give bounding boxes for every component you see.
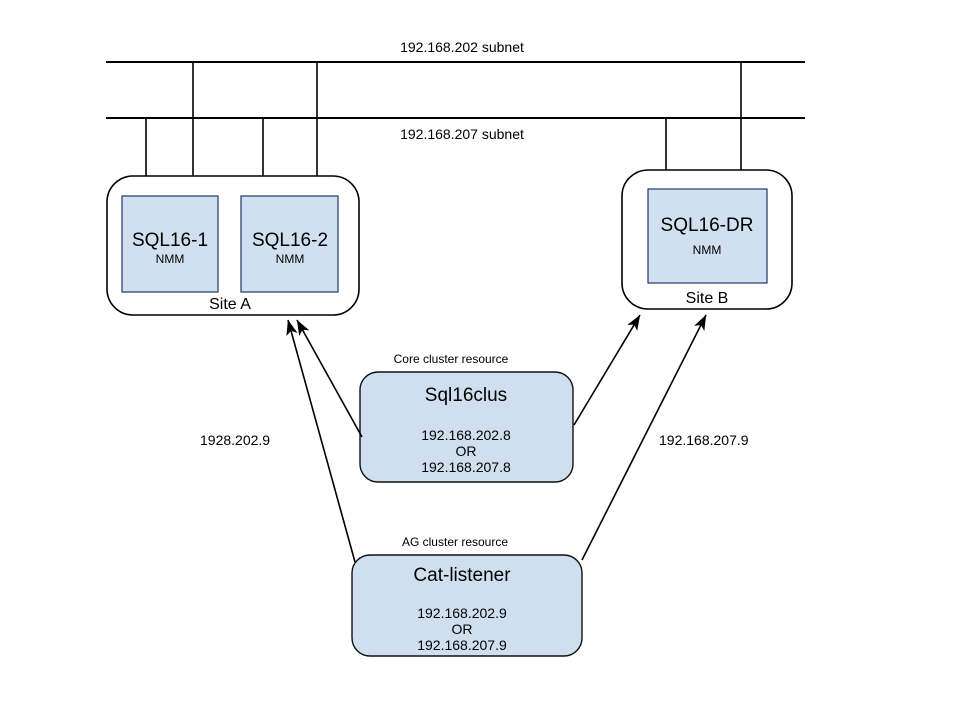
ag-cluster-resource-ip-primary: 192.168.202.9 <box>417 605 507 621</box>
arrow-ag-cluster-to-site-b <box>581 314 707 561</box>
site-a-label: Site A <box>209 296 251 313</box>
subnet-202-group: 192.168.202 subnet <box>106 39 805 63</box>
core-cluster-resource-name: Sql16clus <box>425 385 507 406</box>
node-sql16-1-role: NMM <box>156 252 185 266</box>
node-sql16-1[interactable]: SQL16-1 NMM <box>121 195 219 293</box>
arrow-core-cluster-to-site-a <box>296 319 363 438</box>
node-sql16-2-name: SQL16-2 <box>252 230 328 251</box>
core-cluster-resource-box[interactable] <box>359 371 574 483</box>
node-sql16-2-role: NMM <box>276 252 305 266</box>
node-sql16-dr-box[interactable] <box>647 188 768 284</box>
core-cluster-resource-ip-primary: 192.168.202.8 <box>421 427 511 443</box>
ag-cluster-resource-ip-secondary: 192.168.207.9 <box>417 637 507 653</box>
edge-label-right-ip: 192.168.207.9 <box>659 432 749 448</box>
node-sql16-1-name: SQL16-1 <box>132 230 208 251</box>
subnet-207-group: 192.168.207 subnet <box>106 117 805 142</box>
node-sql16-dr-role: NMM <box>693 243 722 257</box>
node-sql16-dr-name: SQL16-DR <box>661 215 754 236</box>
edge-label-left-ip: 1928.202.9 <box>200 432 270 448</box>
core-cluster-resource-ip-secondary: 192.168.207.8 <box>421 459 511 475</box>
ag-cluster-resource-caption: AG cluster resource <box>402 535 508 549</box>
ag-cluster-resource-group[interactable]: AG cluster resource Cat-listener 192.168… <box>351 535 583 657</box>
core-cluster-resource-group[interactable]: Core cluster resource Sql16clus 192.168.… <box>359 352 574 483</box>
node-sql16-dr[interactable]: SQL16-DR NMM <box>647 188 768 284</box>
node-sql16-1-box[interactable] <box>121 195 219 293</box>
ag-cluster-resource-name: Cat-listener <box>413 565 511 586</box>
subnet-202-label: 192.168.202 subnet <box>400 39 524 55</box>
ag-cluster-resource-ip-conjunction: OR <box>452 621 473 637</box>
site-a-group[interactable]: SQL16-1 NMM SQL16-2 NMM Site A <box>106 175 360 316</box>
arrow-ag-cluster-to-site-a <box>286 319 356 563</box>
site-b-group[interactable]: SQL16-DR NMM Site B <box>621 169 793 310</box>
arrow-core-cluster-to-site-b <box>573 314 641 426</box>
core-cluster-resource-caption: Core cluster resource <box>394 352 509 366</box>
subnet-207-label: 192.168.207 subnet <box>400 126 524 142</box>
ag-cluster-resource-box[interactable] <box>351 554 583 657</box>
node-sql16-2-box[interactable] <box>240 195 339 293</box>
core-cluster-resource-ip-conjunction: OR <box>456 443 477 459</box>
site-b-label: Site B <box>686 290 729 307</box>
node-sql16-2[interactable]: SQL16-2 NMM <box>240 195 339 293</box>
